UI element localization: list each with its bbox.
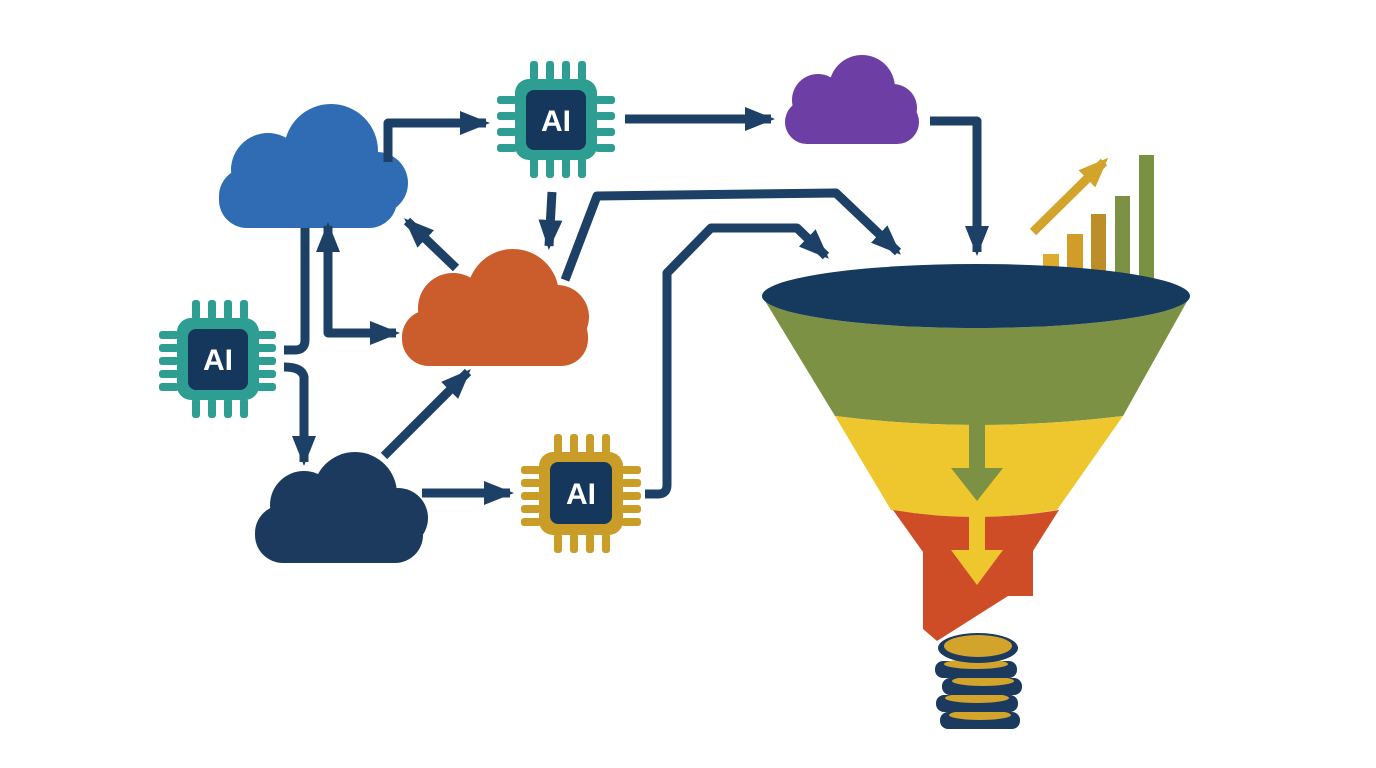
coin-3	[942, 676, 1022, 695]
arrow-orange-cloud-to-blue-cloud	[403, 217, 460, 272]
arrow-split-up-and-right-to-clouds	[316, 222, 400, 345]
arrow-navy-cloud-to-orange-cloud	[380, 368, 472, 460]
ai-chip-top: AI	[497, 61, 615, 178]
connectors	[283, 107, 989, 505]
arrow-left-chip-to-navy-cloud	[283, 362, 316, 466]
chip-pins	[521, 434, 641, 553]
chip-die	[550, 462, 612, 524]
ai-chip-bottom: AI	[521, 434, 641, 553]
funnel-green-layer	[762, 296, 1190, 425]
chip-label: AI	[541, 105, 571, 138]
arrow-purple-cloud-to-funnel	[930, 116, 989, 256]
arrow-orange-cloud-to-funnel	[560, 188, 902, 282]
link-blue-cloud-to-left-chip	[284, 228, 310, 355]
funnel-yellow-down-arrow	[951, 506, 1003, 585]
purple-cloud-icon	[785, 55, 919, 144]
chip-pins	[159, 300, 276, 418]
chip-pins	[497, 61, 615, 178]
coin-2	[935, 659, 1017, 678]
coin-4	[936, 693, 1018, 712]
chip-label: AI	[203, 344, 233, 377]
chip-die	[188, 329, 248, 390]
chip-label: AI	[566, 478, 596, 511]
arrow-top-chip-to-orange-cloud	[538, 191, 563, 250]
orange-cloud-icon	[402, 249, 589, 366]
navy-cloud-icon	[255, 452, 428, 563]
blue-cloud-icon	[219, 104, 408, 228]
funnel-green-down-arrow	[951, 418, 1003, 501]
bar-6	[1139, 155, 1154, 300]
arrow-blue-cloud-to-top-chip	[383, 111, 490, 162]
coin-5	[940, 710, 1020, 729]
conversion-funnel	[762, 155, 1190, 641]
arrow-bottom-chip-to-funnel	[645, 223, 830, 499]
coin-stack-icon	[935, 633, 1022, 729]
growth-trend-arrow-icon	[1029, 157, 1109, 236]
ai-chip-left: AI	[159, 300, 276, 418]
coin-1-top	[938, 633, 1018, 663]
chip-die	[526, 90, 586, 150]
funnel-top-rim	[762, 264, 1190, 328]
